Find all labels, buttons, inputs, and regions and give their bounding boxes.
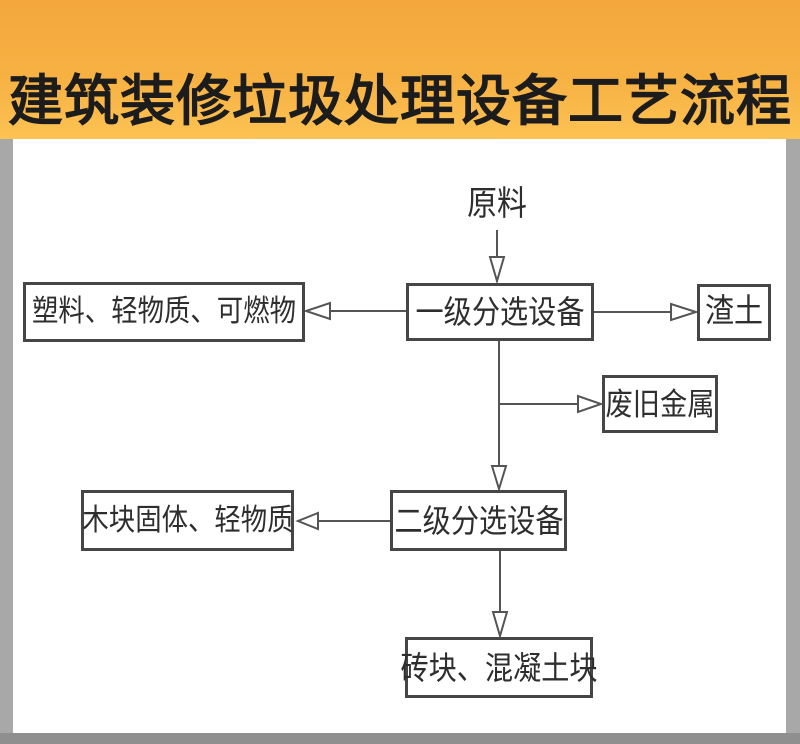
node-bricks-label: 砖块、混凝土块 xyxy=(400,649,598,686)
node-stage2-sorter: 二级分选设备 xyxy=(390,490,567,551)
node-slag-label: 渣土 xyxy=(704,294,764,330)
node-metal-label: 废旧金属 xyxy=(605,386,715,422)
node-stage1-label: 一级分选设备 xyxy=(415,294,585,330)
node-metal-output: 废旧金属 xyxy=(602,375,718,433)
node-stage1-sorter: 一级分选设备 xyxy=(406,283,594,341)
bottom-strip xyxy=(0,733,800,744)
node-plastics-output: 塑料、轻物质、可燃物 xyxy=(23,282,305,342)
node-raw-material: 原料 xyxy=(440,184,554,226)
node-wood-label: 木块固体、轻物质 xyxy=(81,503,294,537)
node-stage2-label: 二级分选设备 xyxy=(394,502,563,539)
node-wood-output: 木块固体、轻物质 xyxy=(81,490,294,551)
node-bricks-output: 砖块、混凝土块 xyxy=(400,637,598,698)
node-raw-material-label: 原料 xyxy=(467,186,527,223)
node-plastics-label: 塑料、轻物质、可燃物 xyxy=(32,295,296,328)
diagram-panel xyxy=(13,139,786,733)
page-title: 建筑装修垃圾处理设备工艺流程 xyxy=(7,70,792,132)
node-slag-output: 渣土 xyxy=(697,284,771,341)
title-banner: 建筑装修垃圾处理设备工艺流程 xyxy=(0,0,800,139)
